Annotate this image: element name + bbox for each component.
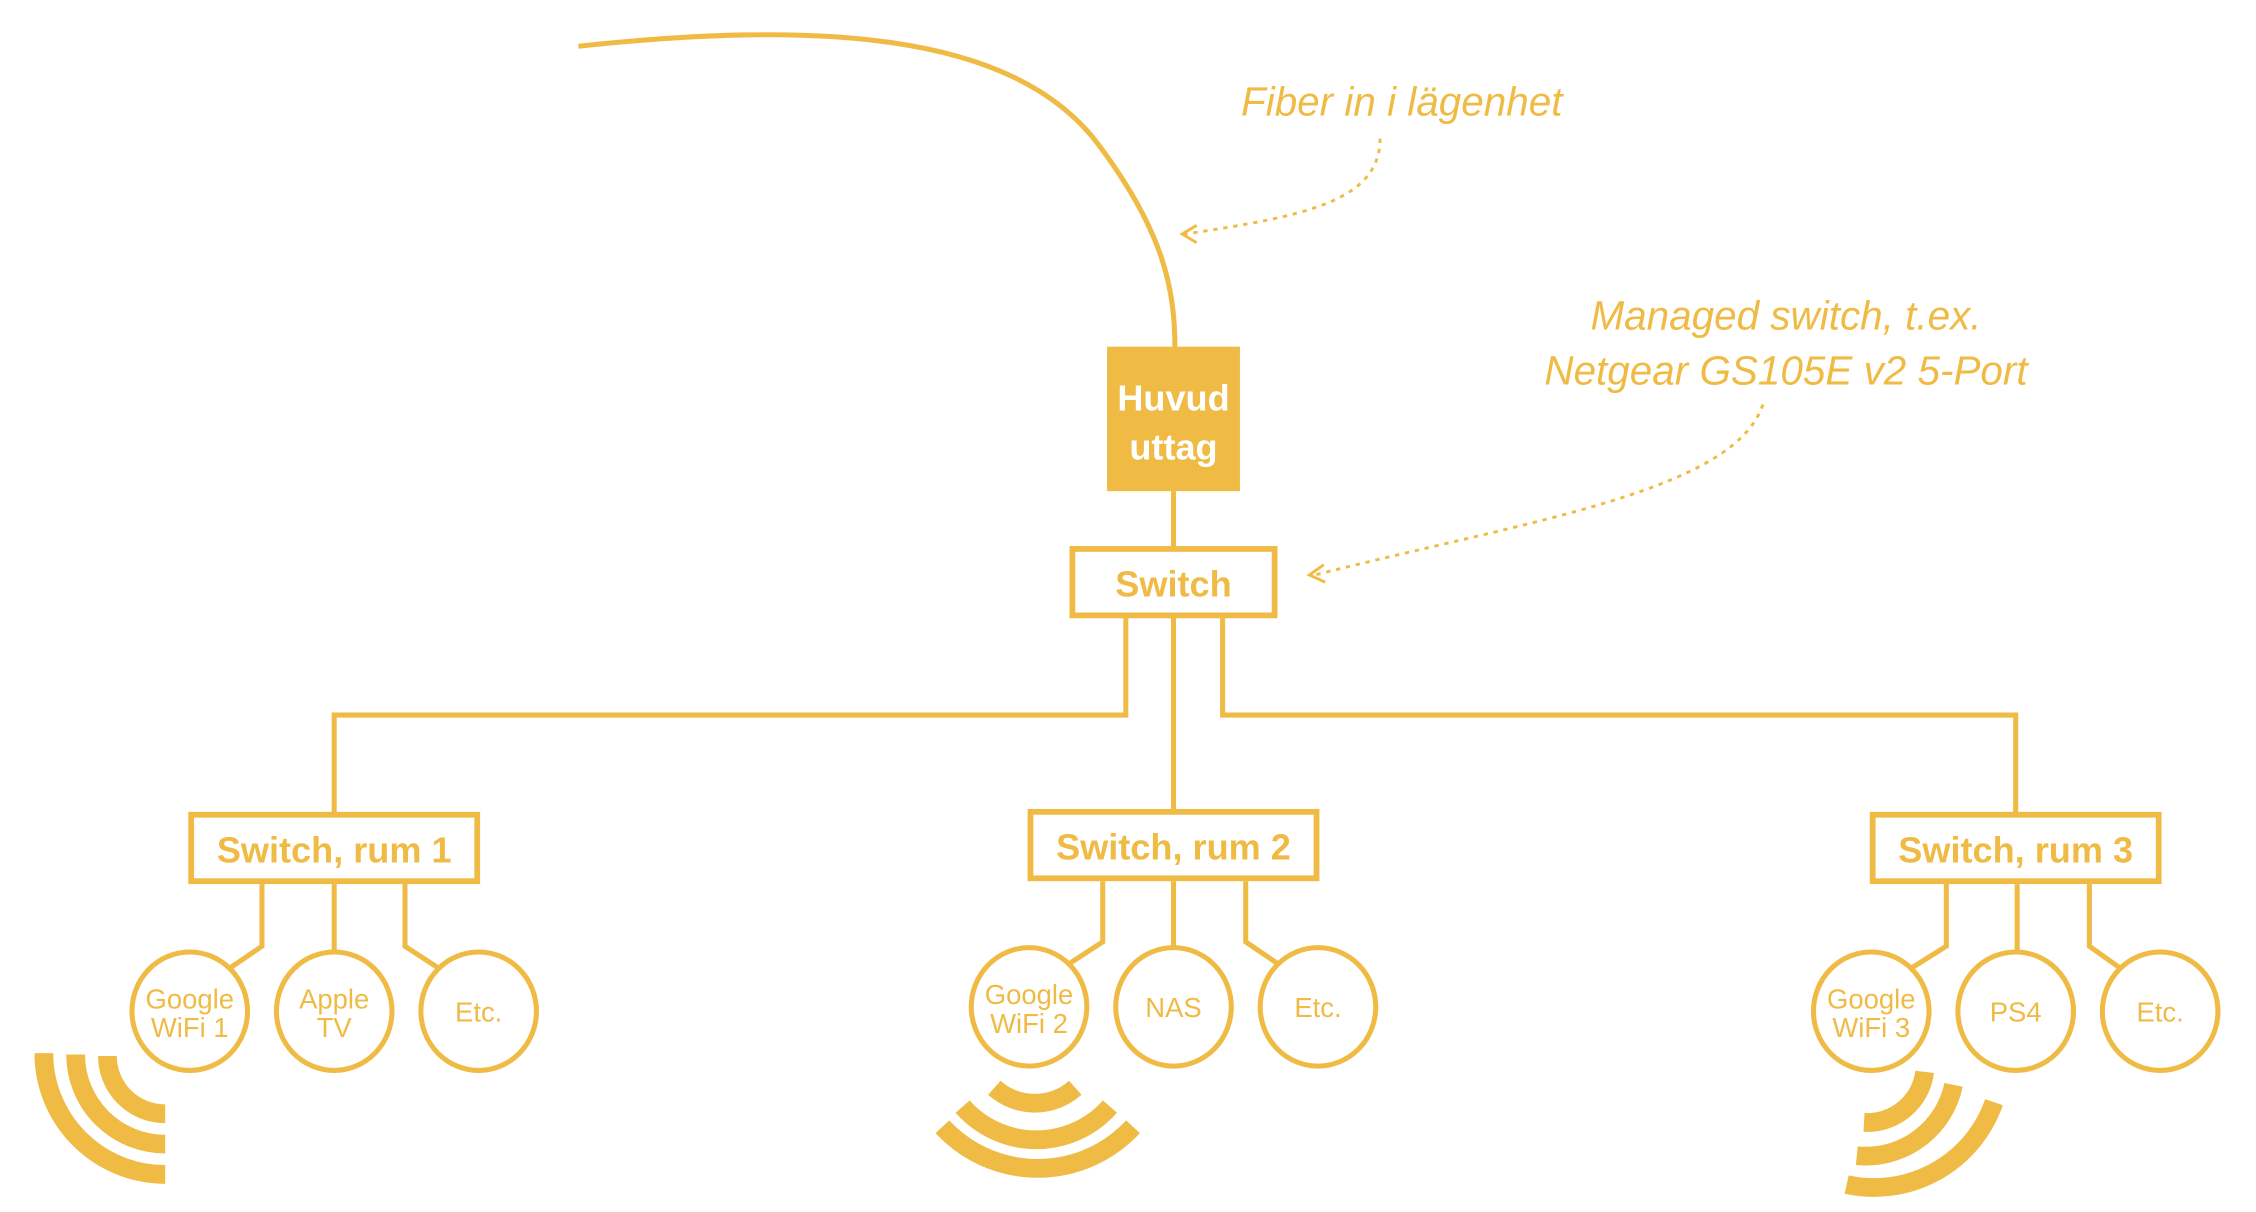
device-node bbox=[1113, 945, 1234, 1069]
device-node bbox=[2099, 949, 2221, 1073]
switch-arrowhead-icon bbox=[1306, 563, 1326, 584]
device-link-line bbox=[1243, 881, 1279, 966]
device-label-line1: Google bbox=[985, 979, 1073, 1010]
device-node bbox=[968, 945, 1090, 1069]
fiber-arrowhead-icon bbox=[1179, 224, 1198, 244]
main-outlet-box bbox=[1107, 346, 1240, 492]
device-node bbox=[129, 949, 251, 1073]
device-label-line2: TV bbox=[317, 1012, 353, 1043]
device-label: Etc. bbox=[1294, 992, 1341, 1023]
device-node bbox=[1955, 949, 2077, 1073]
device-label-line2: WiFi 1 bbox=[151, 1012, 229, 1043]
device-node bbox=[1257, 945, 1379, 1069]
fiber-cable bbox=[578, 32, 1178, 349]
room-switch-label: Switch, rum 1 bbox=[217, 829, 452, 870]
fiber-annotation-arrow bbox=[1184, 138, 1382, 236]
device-label: NAS bbox=[1145, 992, 1201, 1023]
wifi-signal-icon bbox=[1844, 1070, 2003, 1197]
main-outlet-label-line2: uttag bbox=[1129, 426, 1217, 467]
device-label-line2: WiFi 2 bbox=[990, 1008, 1068, 1039]
device-link-line bbox=[228, 884, 265, 970]
main-outlet-label-line1: Huvud bbox=[1117, 377, 1229, 418]
room-switch-box bbox=[1027, 808, 1320, 882]
device-label: Etc. bbox=[455, 996, 502, 1027]
trunk-line-room-1 bbox=[331, 615, 1129, 815]
room-switch-box bbox=[188, 811, 481, 885]
device-label: PS4 bbox=[1990, 996, 2042, 1027]
device-node bbox=[418, 949, 539, 1073]
device-label-line1: Apple bbox=[299, 983, 369, 1014]
trunk-line-room-3 bbox=[1220, 615, 2019, 815]
device-label: Etc. bbox=[2137, 996, 2184, 1027]
switch-annotation-arrow bbox=[1314, 404, 1765, 577]
switch-annotation-line2: Netgear GS105E v2 5-Port bbox=[1544, 347, 2029, 393]
device-link-line bbox=[2086, 884, 2122, 970]
device-node bbox=[273, 949, 395, 1073]
room-switch-label: Switch, rum 2 bbox=[1056, 827, 1291, 868]
main-switch-label: Switch bbox=[1115, 564, 1231, 605]
room-switch-label: Switch, rum 3 bbox=[1898, 829, 2133, 870]
device-node bbox=[1810, 949, 1932, 1073]
wifi-signal-icon bbox=[34, 1052, 166, 1184]
device-label-line1: Google bbox=[146, 983, 234, 1014]
device-link-line bbox=[1910, 884, 1949, 971]
device-label-line1: Google bbox=[1827, 983, 1915, 1014]
fiber-annotation: Fiber in i lägenhet bbox=[1241, 79, 1564, 125]
device-link-line bbox=[1068, 881, 1106, 966]
device-label-line2: WiFi 3 bbox=[1832, 1012, 1910, 1043]
device-link-line bbox=[402, 884, 440, 970]
wifi-signal-icon bbox=[935, 1080, 1140, 1178]
switch-annotation-line1: Managed switch, t.ex. bbox=[1590, 292, 1981, 338]
room-switch-box bbox=[1869, 811, 2162, 885]
